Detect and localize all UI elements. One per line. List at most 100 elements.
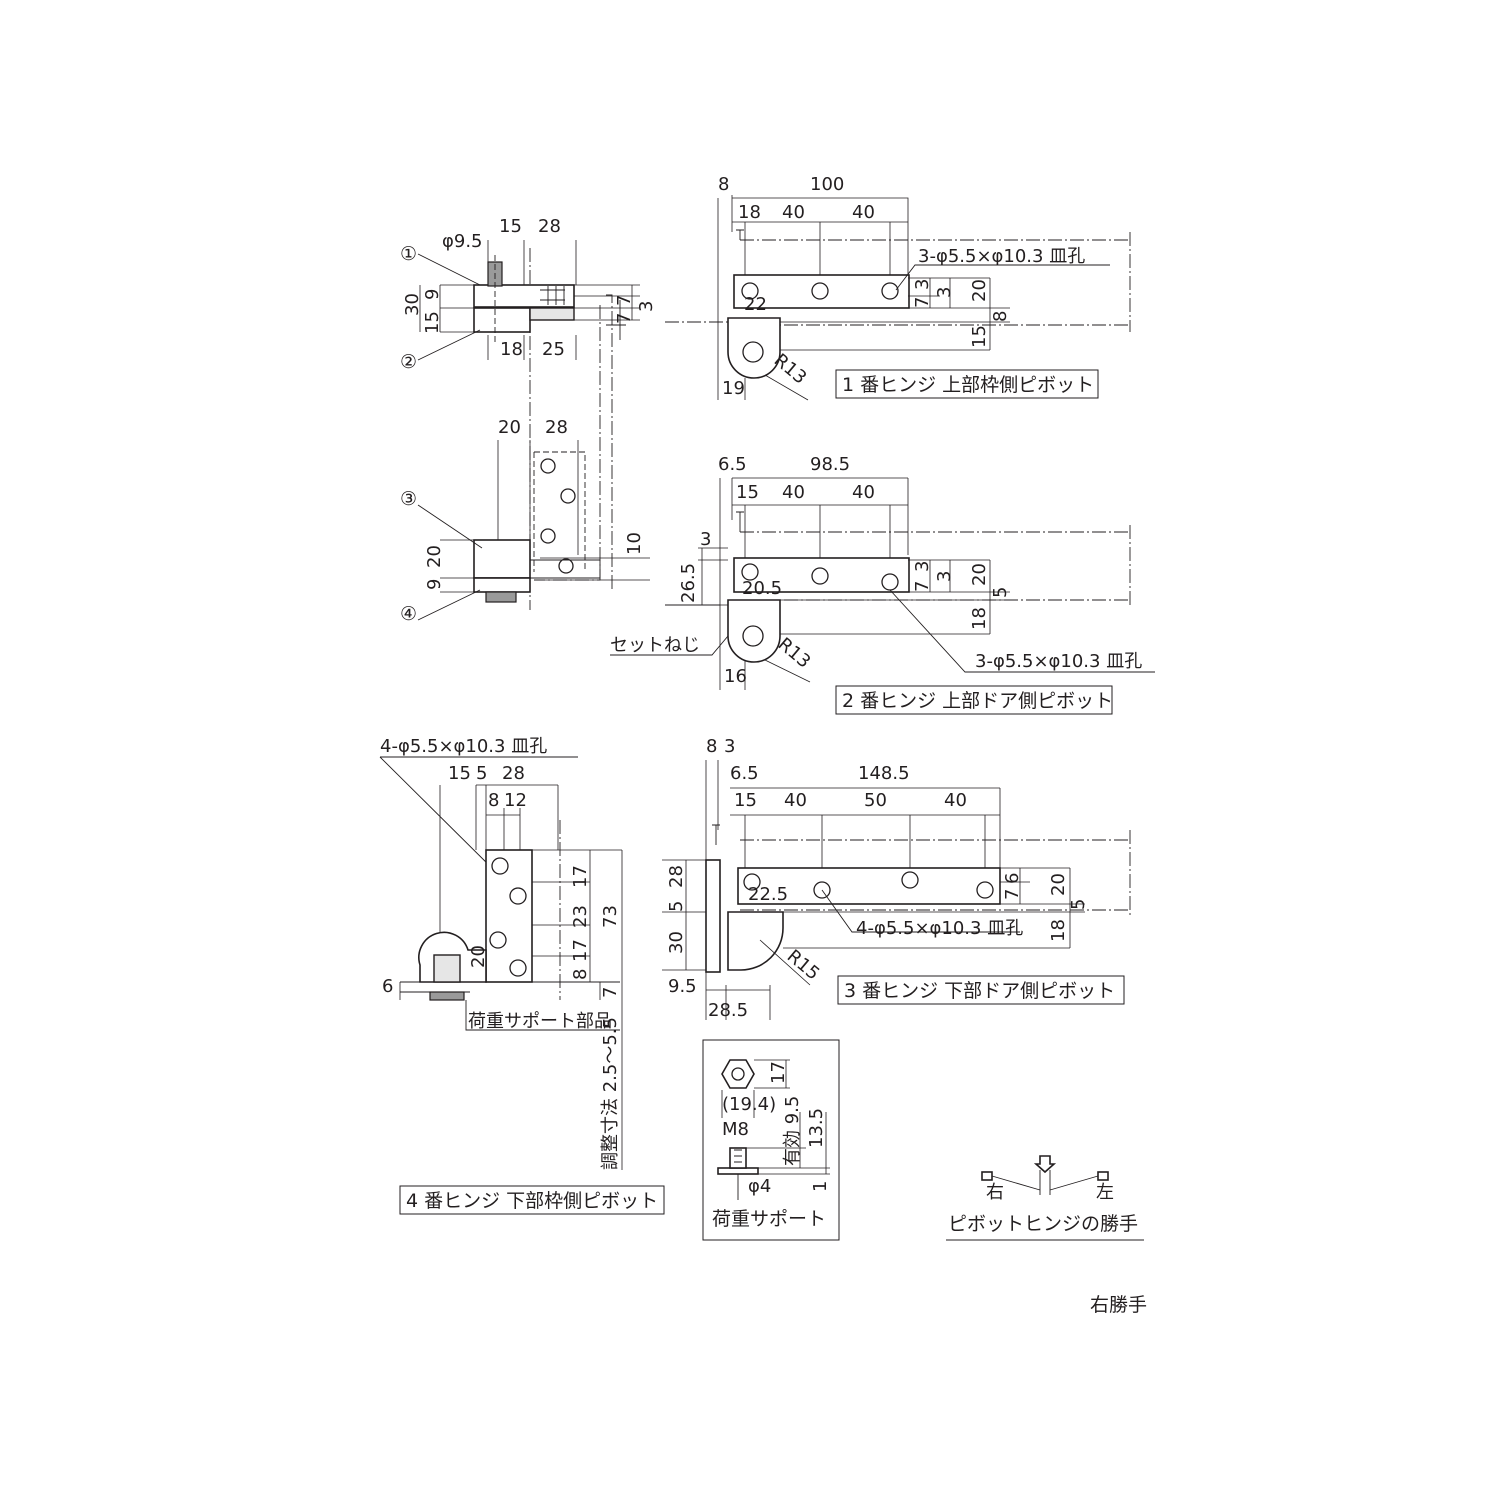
screw-hole [811,567,829,585]
h3-dim-28: 28 [666,865,687,888]
h2-dim-18: 18 [969,607,990,630]
set-screw-label: セットねじ [610,635,700,656]
h3-dim-40b: 40 [944,790,967,811]
h3-dim-6-5: 6.5 [730,763,759,784]
support-dim-13-5: 13.5 [806,1108,827,1148]
h3-dim-7: 7 [1002,889,1023,900]
hinge-1-title: 1 番ヒンジ 上部枠側ピボット [842,374,1094,396]
h1-dim-8v: 8 [990,311,1011,322]
h4-dim-8v: 8 [570,969,591,980]
dim-10: 10 [624,532,645,555]
left-label: 左 [1096,1182,1114,1203]
h1-holes-note: 3-φ5.5×φ10.3 皿孔 [918,246,1085,267]
m8-label: M8 [722,1119,749,1140]
h3-dim-5v: 5 [1068,899,1089,910]
h2-dim-3: 3 [700,529,711,550]
h3-dim-20: 20 [1048,873,1069,896]
h1-dim-7: 7 [912,297,933,308]
hinge-4: 4-φ5.5×φ10.3 皿孔 15 5 28 8 12 17 23 17 8 … [379,736,665,1215]
pivot-pin [742,625,764,647]
dim-28: 28 [538,216,561,237]
hinge-1: 8 100 18 40 40 3-φ5.5×φ10.3 皿孔 7 3 3 20 … [665,174,1131,401]
h3-dim-8: 8 [706,736,717,757]
h4-dim-73: 73 [600,905,621,928]
h3-dim-22-5: 22.5 [748,884,788,905]
h4-dim-5: 5 [476,763,487,784]
dim-phi9-5: φ9.5 [442,231,483,252]
h2-dim-20-5: 20.5 [742,578,782,599]
down-arrow-icon [1033,1155,1057,1174]
h1-dim-3a: 3 [912,279,933,290]
h4-dim-23: 23 [570,905,591,928]
h4-dim-17a: 17 [570,865,591,888]
dim-9v: 9 [424,579,445,590]
width-across-label: (19.4) [722,1094,776,1115]
h4-dim-12: 12 [504,790,527,811]
dim-20: 20 [498,417,521,438]
side-view-upper: ① ② φ9.5 15 28 30 15 9 7 7 3 18 25 [400,216,657,610]
h3-dim-40a: 40 [784,790,807,811]
h4-dim-6: 6 [382,976,393,997]
dim-9: 9 [422,289,443,300]
screw-hole [976,881,994,899]
hinge-2: 6.5 98.5 15 40 40 3 26.5 3 7 3 20 20.5 5… [610,454,1155,715]
load-support-part-label: 荷重サポート部品 [468,1011,612,1032]
hinge-4-title: 4 番ヒンジ 下部枠側ピボット [406,1190,658,1212]
handing-title: ピボットヒンジの勝手 [948,1213,1138,1235]
screw-hole [901,871,919,889]
h1-dim-22: 22 [744,294,767,315]
h3-dim-9-5: 9.5 [668,976,697,997]
dim-20v: 20 [424,545,445,568]
h3-dim-28-5: 28.5 [708,1000,748,1021]
h3-dim-5: 5 [666,901,687,912]
h3-dim-3: 3 [724,736,735,757]
h3-dim-r15: R15 [783,946,824,985]
screw-hole [741,282,759,300]
side-view-lower: ③ ④ 20 28 20 9 10 [400,417,650,625]
support-dim-phi4: φ4 [748,1176,771,1197]
h1-dim-19: 19 [722,378,745,399]
marker-4: ④ [400,603,417,625]
dim-18: 18 [500,339,523,360]
load-support-title: 荷重サポート [712,1208,826,1230]
h4-dim-28: 28 [502,763,525,784]
screw-hole [881,282,899,300]
h3-dim-18: 18 [1048,919,1069,942]
h3-dim-148-5: 148.5 [858,763,910,784]
screw-hole [509,959,527,977]
screw-hole [743,873,761,891]
h4-dim-20: 20 [468,945,489,968]
dim-7b: 7 [614,313,635,324]
marker-1: ① [400,243,417,265]
dim-25: 25 [542,339,565,360]
hole-mark [558,558,574,574]
screw-hole [811,282,829,300]
pivot-pin [742,341,764,363]
h4-dim-15: 15 [448,763,471,784]
h2-dim-6-5: 6.5 [718,454,747,475]
h2-dim-16: 16 [724,666,747,687]
h1-dim-18: 18 [738,202,761,223]
dim-3: 3 [636,301,657,312]
hinge-3-title: 3 番ヒンジ 下部ドア側ピボット [844,980,1115,1002]
h2-dim-3a: 3 [912,561,933,572]
h2-dim-26-5: 26.5 [678,563,699,603]
effective-label: 有効 9.5 [782,1096,803,1166]
screw-hole [881,573,899,591]
marker-2: ② [400,351,417,373]
handing-diagram: 右 左 ピボットヒンジの勝手 右勝手 [946,1155,1147,1316]
h3-dim-15: 15 [734,790,757,811]
h4-dim-17b: 17 [570,939,591,962]
h2-dim-7: 7 [912,581,933,592]
h1-dim-40b: 40 [852,202,875,223]
hinge-3: 8 3 6.5 148.5 15 40 50 40 28 5 30 9.5 28… [662,736,1131,1021]
h2-dim-40b: 40 [852,482,875,503]
h1-dim-8: 8 [718,174,729,195]
h1-dim-20: 20 [969,279,990,302]
h4-dim-7: 7 [600,987,621,998]
screw-hole [741,563,759,581]
dim-7a: 7 [614,295,635,306]
hole-mark [560,488,576,504]
dim-15v: 15 [422,311,443,334]
